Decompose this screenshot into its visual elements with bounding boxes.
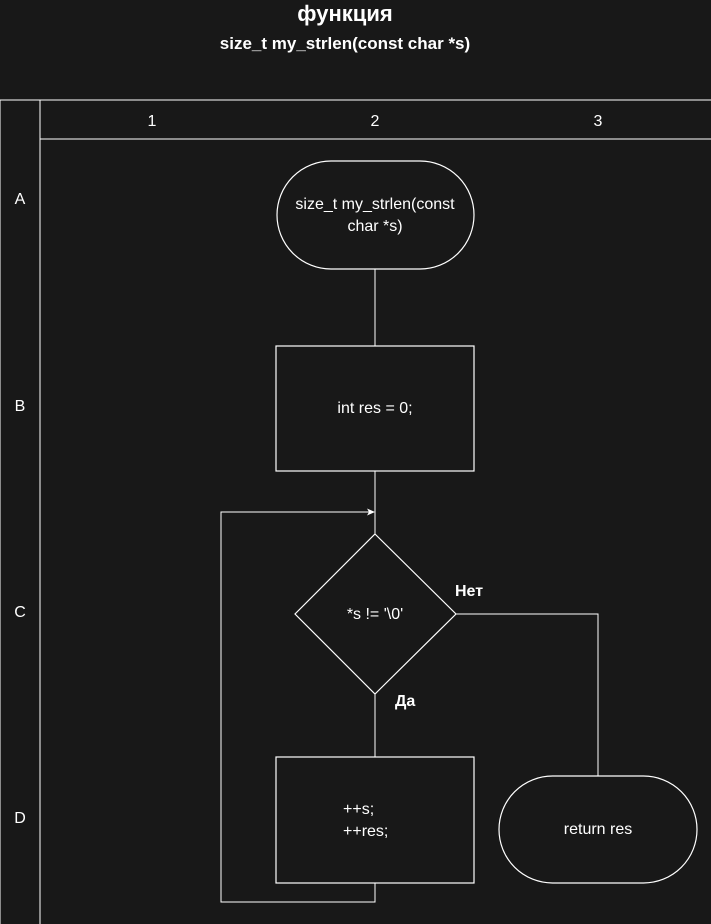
loop-body-shape — [275, 756, 475, 884]
row-header-c: C — [14, 604, 26, 621]
grid-frame — [0, 99, 711, 924]
diagram-subtitle: size_t my_strlen(const char *s) — [220, 34, 470, 53]
row-header-b: B — [15, 398, 26, 415]
condition-decision-shape — [294, 533, 457, 695]
edge-condition-no — [456, 613, 599, 776]
start-terminal-line1: size_t my_strlen(const — [295, 196, 455, 213]
column-header-1: 1 — [148, 113, 157, 130]
end-terminal-text: return res — [564, 821, 632, 838]
connectors — [220, 269, 599, 903]
column-header-3: 3 — [594, 113, 603, 130]
edge-loop-back — [220, 511, 376, 903]
column-header-2: 2 — [371, 113, 380, 130]
loop-body-line1: ++s; — [343, 801, 374, 818]
init-process-text: int res = 0; — [337, 400, 412, 417]
loop-body-process: ++s; ++res; — [275, 756, 475, 884]
no-branch-label: Нет — [455, 583, 483, 600]
condition-decision: *s != '\0' — [294, 533, 457, 695]
start-terminal-line2: char *s) — [347, 218, 402, 235]
row-header-a: A — [15, 191, 26, 208]
diagram-title: функция — [297, 1, 392, 26]
row-header-d: D — [14, 810, 26, 827]
init-process-shape — [275, 345, 475, 472]
condition-decision-text: *s != '\0' — [347, 606, 403, 623]
end-terminal: return res — [498, 775, 698, 884]
loop-body-line2: ++res; — [343, 823, 388, 840]
init-process: int res = 0; — [275, 345, 475, 472]
yes-branch-label: Да — [395, 693, 415, 710]
start-terminal-shape — [276, 160, 475, 270]
start-terminal: size_t my_strlen(const char *s) — [276, 160, 475, 270]
end-terminal-shape — [498, 775, 698, 884]
loop-arrowhead — [367, 508, 375, 516]
